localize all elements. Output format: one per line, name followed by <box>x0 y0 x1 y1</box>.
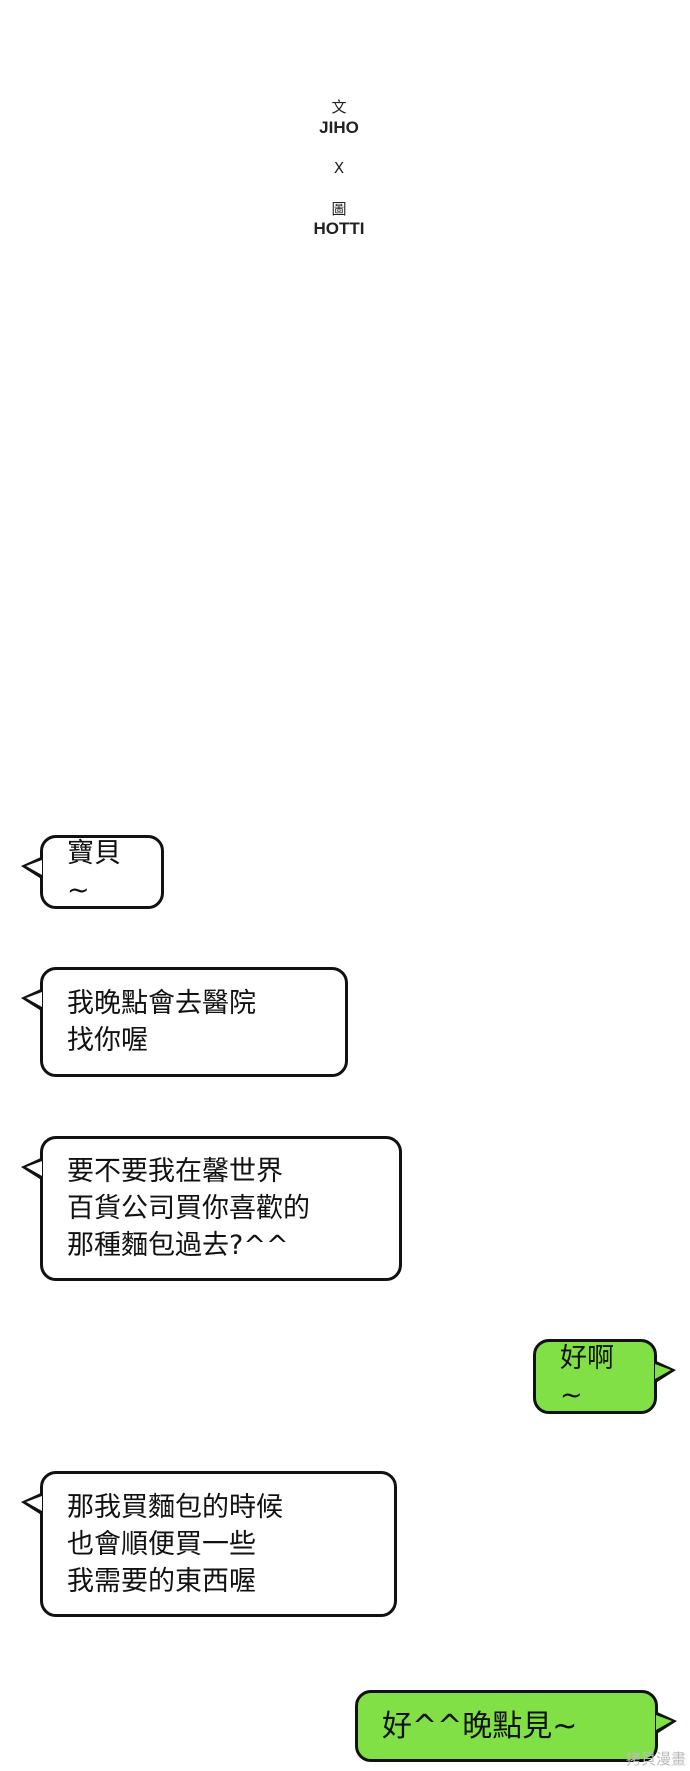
bubble-tail <box>21 856 43 880</box>
message-text: 找你喔 <box>67 1025 148 1056</box>
writer-name: JIHO <box>319 118 359 137</box>
message-bubble-incoming: 我晚點會去醫院 找你喔 <box>21 967 348 1077</box>
bubble-tail <box>655 1711 677 1735</box>
writer-label: 文 <box>331 98 347 116</box>
artist-name: HOTTI <box>313 219 365 238</box>
message-bubble-outgoing: 好^^晚點見~ <box>355 1690 677 1762</box>
bubble-tail <box>654 1360 676 1384</box>
message-text: 好啊~ <box>560 1342 614 1411</box>
watermark: 拷貝漫畫 <box>625 1750 686 1768</box>
message-text: 那我買麵包的時候 <box>67 1491 283 1523</box>
message-text: 寶貝~ <box>67 838 121 906</box>
message-text: 百貨公司買你喜歡的 <box>67 1193 310 1224</box>
bubble-tail <box>21 1492 43 1516</box>
message-bubble-incoming: 要不要我在馨世界 百貨公司買你喜歡的 那種麵包過去?^^ <box>21 1136 402 1281</box>
message-text: 要不要我在馨世界 <box>67 1156 283 1187</box>
bubble-tail <box>21 1157 43 1181</box>
bubble-tail <box>21 988 43 1012</box>
message-bubble-incoming: 那我買麵包的時候 也會順便買一些 我需要的東西喔 <box>21 1471 397 1617</box>
message-bubble-incoming: 寶貝~ <box>21 835 164 909</box>
message-text: 我晚點會去醫院 <box>67 988 256 1019</box>
message-bubble-outgoing: 好啊~ <box>533 1339 676 1414</box>
message-text: 好^^晚點見~ <box>382 1708 578 1744</box>
message-text: 我需要的東西喔 <box>67 1565 256 1597</box>
message-text: 也會順便買一些 <box>67 1528 256 1560</box>
message-text: 那種麵包過去?^^ <box>67 1230 289 1261</box>
artist-label: 圖 <box>331 200 347 218</box>
credit-separator: X <box>333 159 345 177</box>
